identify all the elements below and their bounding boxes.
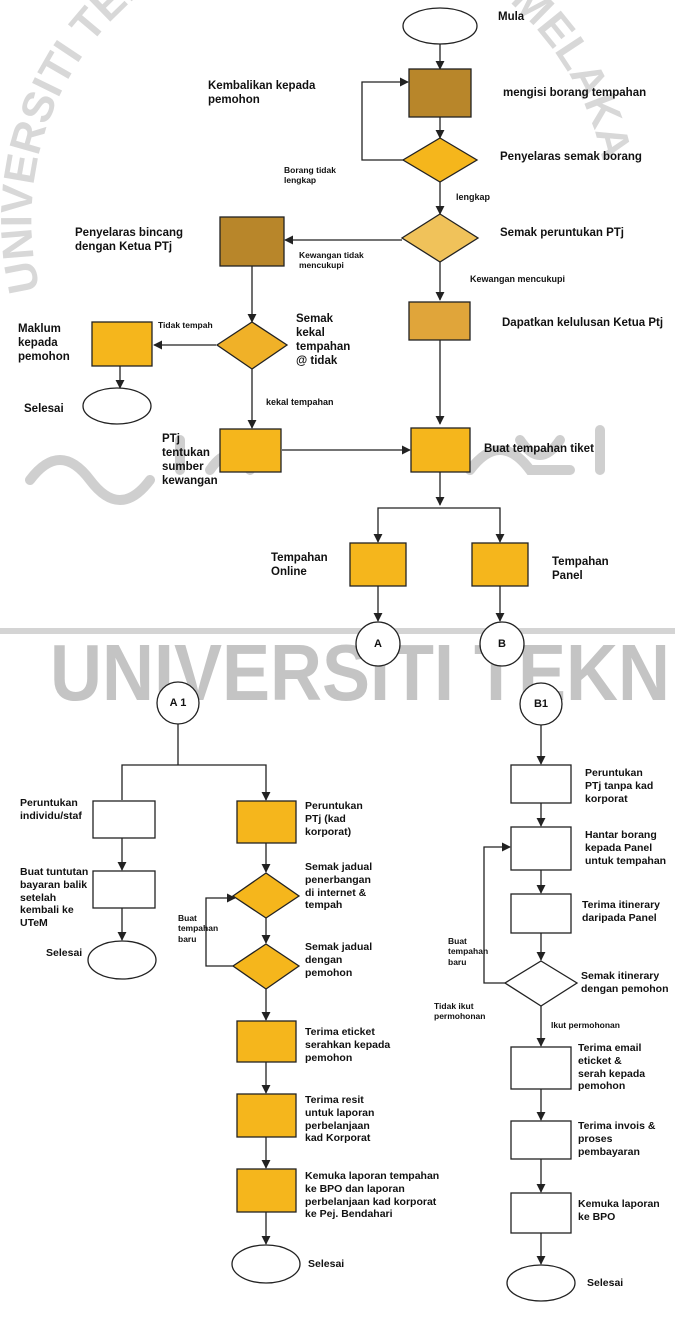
label-funding-source: PTj tentukan sumber kewangan xyxy=(162,433,218,488)
label-inform-applicant: Maklum kepada pemohon xyxy=(18,323,70,364)
label-make-booking: Buat tempahan tiket xyxy=(484,443,594,455)
label-coordinator-discuss: Penyelaras bincang dengan Ketua PTj xyxy=(75,227,184,254)
nocard-box xyxy=(510,764,572,804)
label-connector-b1: B1 xyxy=(533,698,549,710)
discuss-box xyxy=(219,216,285,267)
edge-b-new-booking xyxy=(483,842,511,984)
edge-incomplete-loop xyxy=(361,77,409,161)
label-funds-sufficient: Kewangan mencukupi xyxy=(470,274,566,284)
receipt-box xyxy=(236,1093,297,1138)
flight-schedule-decision xyxy=(231,872,301,919)
label-check-applicant: Semak jadual dengan pemohon xyxy=(305,941,373,979)
label-end-b: Selesai xyxy=(587,1277,624,1289)
label-complete: lengkap xyxy=(456,192,491,202)
allocation-decision xyxy=(400,213,480,263)
end-terminal-top xyxy=(82,387,152,425)
bpo-report-box xyxy=(510,1192,572,1234)
label-keep-booking: kekal tempahan xyxy=(266,397,334,407)
edge-to-panel xyxy=(440,507,505,543)
label-check-allocation: Semak peruntukan PTj xyxy=(500,227,624,239)
connector-b1 xyxy=(519,682,563,726)
online-box xyxy=(349,542,407,587)
label-email-eticket: Terima email eticket & serah kepada pemo… xyxy=(578,1042,646,1093)
label-panel-booking: Tempahan Panel xyxy=(552,556,609,583)
ptj-card-box xyxy=(236,800,297,844)
label-receive-itinerary: Terima itinerary daripada Panel xyxy=(582,899,661,924)
label-bpo-report: Kemuka laporan ke BPO xyxy=(578,1198,660,1223)
eticket-box xyxy=(236,1020,297,1063)
report-box xyxy=(236,1168,297,1213)
fill-form-box xyxy=(408,68,472,118)
label-return-to-applicant: Kembalikan kepada pemohon xyxy=(208,80,316,107)
end-terminal-b xyxy=(506,1264,576,1302)
label-online-booking: Tempahan Online xyxy=(271,552,328,579)
label-connector-a1: A 1 xyxy=(169,697,187,709)
booking-box xyxy=(410,427,471,473)
panel-box xyxy=(471,542,529,587)
applicant-schedule-decision xyxy=(231,943,301,990)
label-follow: Ikut permohonan xyxy=(551,1020,620,1030)
check-form-decision xyxy=(401,137,479,183)
edge-a-split xyxy=(121,764,271,801)
label-connector-a: A xyxy=(374,638,382,650)
connector-a xyxy=(355,621,401,667)
itinerary-box xyxy=(510,893,572,934)
keep-booking-decision xyxy=(215,321,289,370)
label-ptj-card: Peruntukan PTj (kad korporat) xyxy=(305,800,363,838)
label-end-a-left: Selesai xyxy=(46,947,83,959)
label-check-keep-booking: Semak kekal tempahan @ tidak xyxy=(296,313,351,368)
label-check-form: Penyelaras semak borang xyxy=(500,151,642,163)
label-claim: Buat tuntutan bayaran balik setelah kemb… xyxy=(20,866,89,930)
end-terminal-a-left xyxy=(87,940,157,980)
approval-box xyxy=(408,301,471,341)
connector-a1 xyxy=(156,681,200,725)
end-terminal-a xyxy=(231,1244,301,1284)
label-new-booking-a: Buat tempahan baru xyxy=(178,913,219,944)
watermark-band xyxy=(0,628,675,634)
label-funds-insufficient: Kewangan tidak mencukupi xyxy=(299,250,364,271)
label-check-itinerary: Semak itinerary dengan pemohon xyxy=(581,970,669,995)
label-send-form: Hantar borang kepada Panel untuk tempaha… xyxy=(585,829,667,867)
label-not-booking: Tidak tempah xyxy=(158,320,213,330)
label-submit-report: Kemuka laporan tempahan ke BPO dan lapor… xyxy=(305,1170,440,1221)
start-terminal xyxy=(402,7,478,45)
label-end-a: Selesai xyxy=(308,1258,345,1270)
label-end-top: Selesai xyxy=(24,403,64,415)
label-start: Mula xyxy=(498,11,525,23)
connector-b xyxy=(479,621,525,667)
label-nocard: Peruntukan PTj tanpa kad korporat xyxy=(585,767,654,805)
edge-a-new-booking xyxy=(205,893,236,967)
label-not-follow: Tidak ikut permohonan xyxy=(434,1001,486,1022)
label-form-incomplete: Borang tidak lengkap xyxy=(284,165,336,186)
inform-box xyxy=(91,321,153,367)
itinerary-decision xyxy=(503,960,579,1007)
label-get-approval: Dapatkan kelulusan Ketua Ptj xyxy=(502,317,664,329)
label-individual-allocation: Peruntukan individu/staf xyxy=(20,797,82,822)
invoice-box xyxy=(510,1120,572,1160)
label-receive-eticket: Terima eticket serahkan kepada pemohon xyxy=(305,1026,391,1064)
individual-box xyxy=(92,800,156,839)
email-eticket-box xyxy=(510,1046,572,1090)
label-receive-receipt: Terima resit untuk laporan perbelanjaan … xyxy=(305,1094,375,1145)
claim-box xyxy=(92,870,156,909)
edge-to-online xyxy=(373,507,440,543)
funding-box xyxy=(219,428,282,473)
label-connector-b: B xyxy=(498,638,506,650)
send-form-box xyxy=(510,826,572,871)
label-new-booking-b: Buat tempahan baru xyxy=(448,936,489,967)
label-invoice: Terima invois & proses pembayaran xyxy=(578,1120,656,1158)
label-check-flight: Semak jadual penerbangan di internet & t… xyxy=(305,861,373,912)
label-fill-form: mengisi borang tempahan xyxy=(503,87,647,99)
